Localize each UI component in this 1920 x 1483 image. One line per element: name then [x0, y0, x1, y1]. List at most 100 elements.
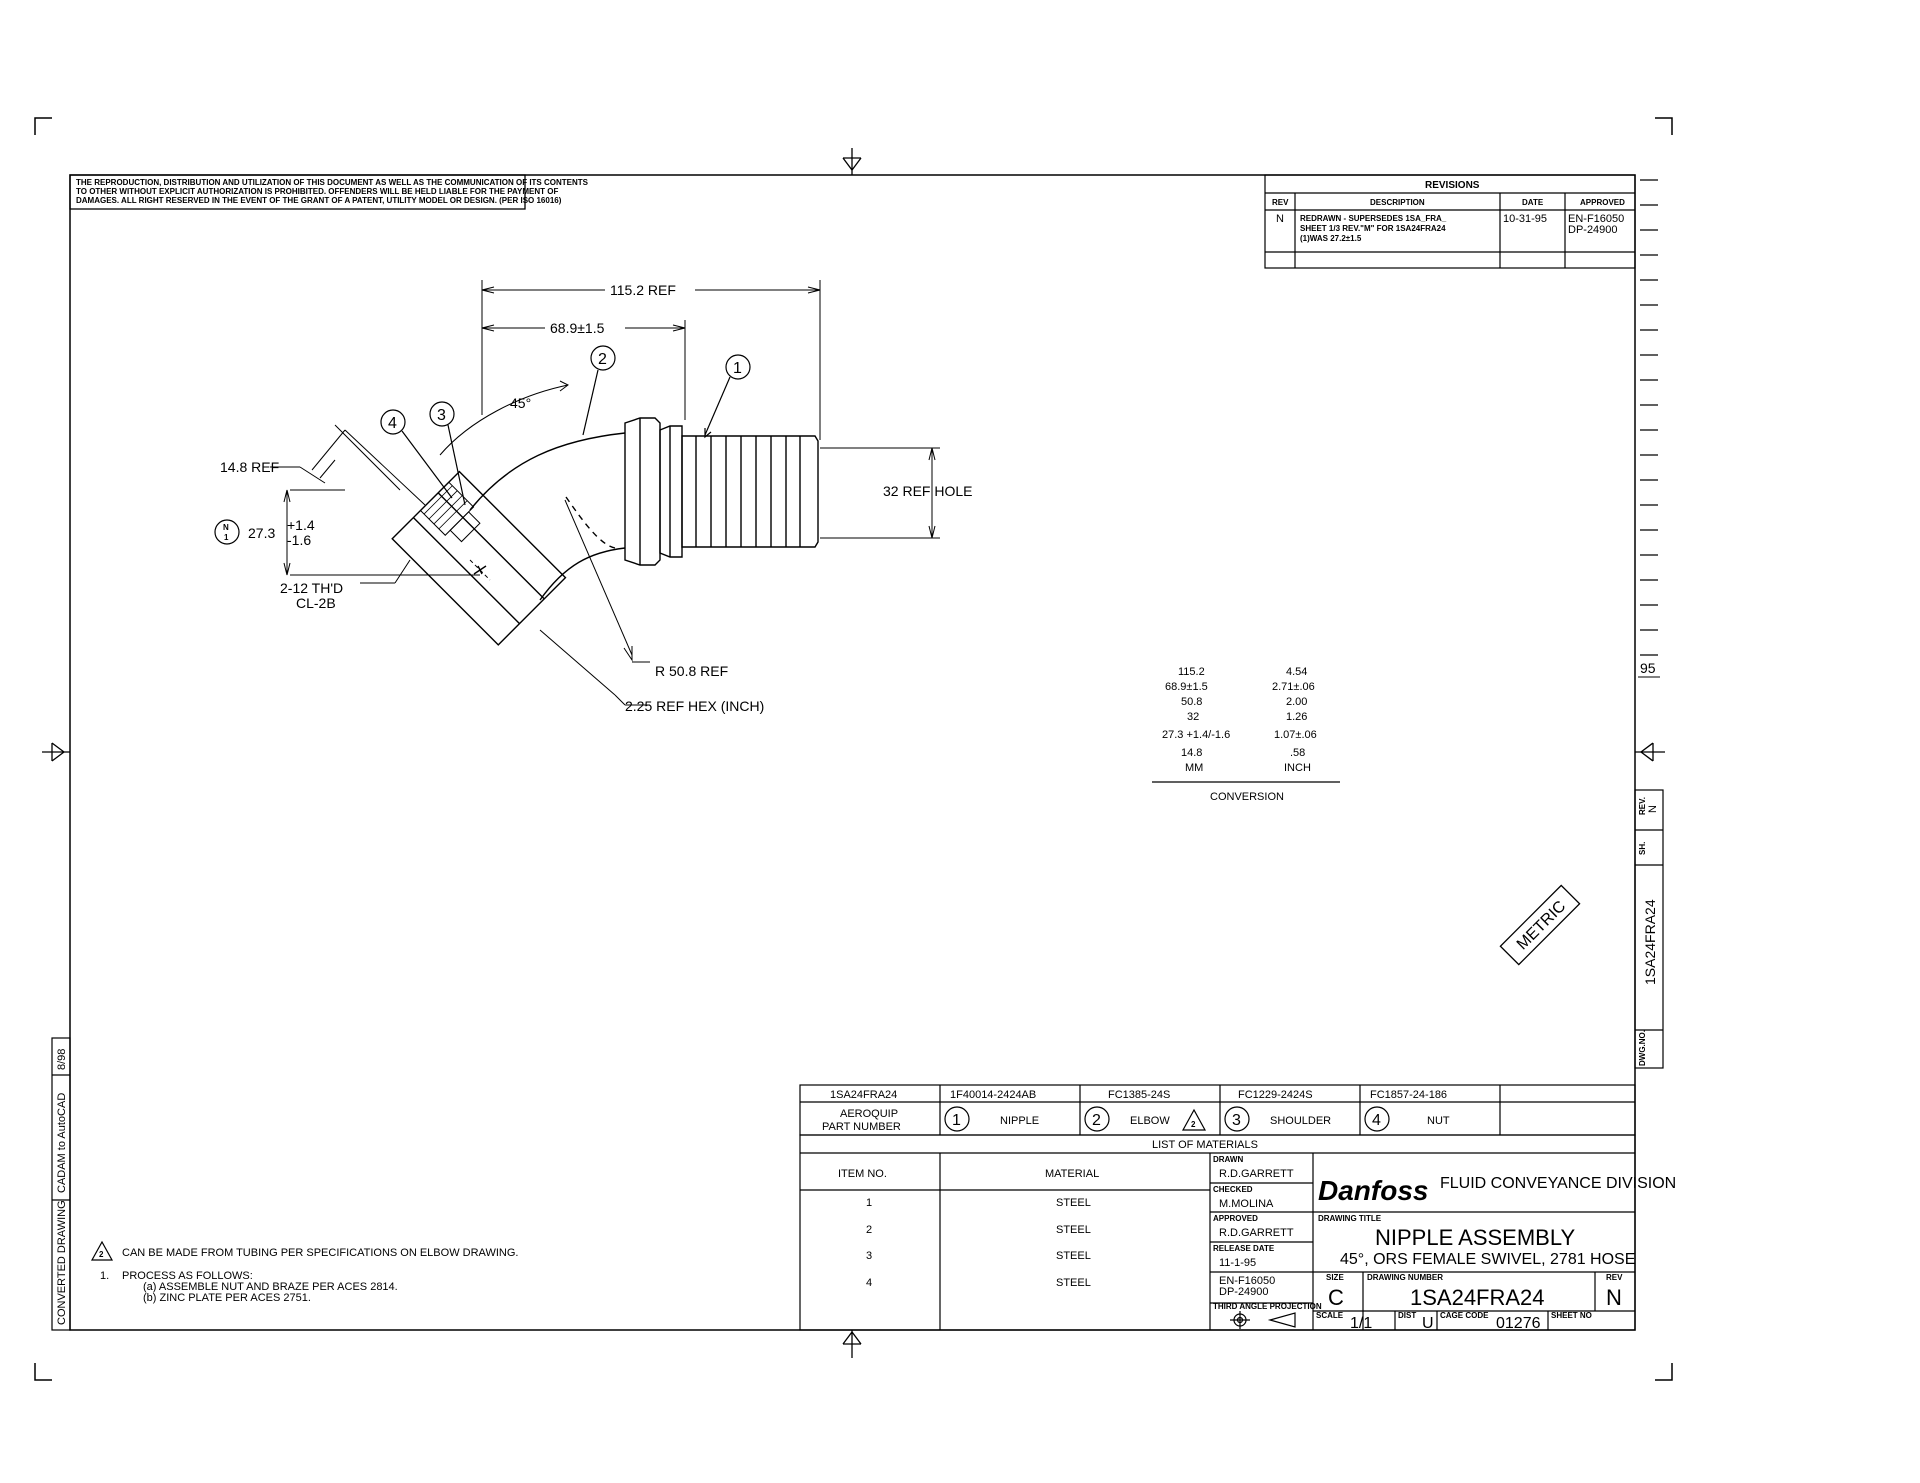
rev-row-date: 10-31-95 [1503, 213, 1547, 225]
balloon-4 [380, 409, 406, 435]
note-flag-n1 [214, 519, 240, 545]
rev-row-desc-2: SHEET 1/3 REV."M" FOR 1SA24FRA24 [1300, 224, 1446, 233]
rev-header-rev: REV [1272, 198, 1289, 207]
dist-label: DIST [1398, 1311, 1416, 1320]
copyright-line-3: DAMAGES. ALL RIGHT RESERVED IN THE EVENT… [76, 196, 562, 205]
conversion-strip: CONVERTED DRAWING CADAM to AutoCAD 8/98 [51, 1037, 71, 1331]
item-3-name: SHOULDER [1270, 1115, 1331, 1127]
copyright-box: THE REPRODUCTION, DISTRIBUTION AND UTILI… [69, 174, 589, 210]
material-row-1-mat: STEEL [1056, 1197, 1091, 1209]
drawn-label: DRAWN [1213, 1155, 1243, 1164]
drawing-title-label: DRAWING TITLE [1318, 1214, 1382, 1223]
note-2-flag: 2 [99, 1250, 104, 1259]
conv-row-2-mm: 68.9±1.5 [1165, 681, 1208, 693]
material-row-3-mat: STEEL [1056, 1250, 1091, 1262]
rev-row-desc-1: REDRAWN - SUPERSEDES 1SA_FRA_ [1300, 214, 1447, 223]
title-block: DRAWN R.D.GARRETT CHECKED M.MOLINA APPRO… [1210, 1153, 1676, 1332]
dim-thread-2: CL-2B [296, 595, 336, 611]
division-name: FLUID CONVEYANCE DIVISION [1440, 1175, 1676, 1192]
conv-row-5-mm: 27.3 +1.4/-1.6 [1162, 729, 1230, 741]
cage-label: CAGE CODE [1440, 1311, 1489, 1320]
conv-row-1-mm: 115.2 [1178, 666, 1205, 678]
dim-partial: 68.9±1.5 [550, 320, 605, 336]
release-value: 11-1-95 [1219, 1257, 1256, 1269]
checked-label: CHECKED [1213, 1185, 1253, 1194]
item-3-num: 3 [1232, 1112, 1241, 1129]
cage-value: 01276 [1496, 1315, 1541, 1332]
rev-row-desc-3: (1)WAS 27.2±1.5 [1300, 234, 1362, 243]
materials-header-item: ITEM NO. [838, 1168, 887, 1180]
conv-row-3-mm: 50.8 [1181, 696, 1202, 708]
conv-row-3-in: 2.00 [1286, 696, 1307, 708]
side-sheet-label: SH. [1638, 842, 1647, 855]
page-mark: 95 [1640, 660, 1656, 676]
zone-ticks [1640, 179, 1658, 656]
dim-nut-width: 14.8 REF [220, 459, 279, 475]
conv-row-4-in: 1.26 [1286, 711, 1307, 723]
material-row-4-mat: STEEL [1056, 1277, 1091, 1289]
nipple-body [624, 417, 661, 566]
rev-row-rev: N [1276, 213, 1284, 225]
projection-label: THIRD ANGLE PROJECTION [1213, 1302, 1322, 1311]
parts-list-row: 1SA24FRA24 1F40014-2424AB FC1385-24S FC1… [799, 1084, 1636, 1136]
materials-title: LIST OF MATERIALS [1152, 1139, 1258, 1151]
revisions-table: REVISIONS REV DESCRIPTION DATE APPROVED … [1264, 174, 1636, 269]
eco-line-2: DP-24900 [1219, 1286, 1269, 1298]
material-row-2-item: 2 [866, 1224, 872, 1236]
dwgno-label: DRAWING NUMBER [1367, 1273, 1443, 1282]
conv-row-5-in: 1.07±.06 [1274, 729, 1317, 741]
conv-row-7-mm: MM [1185, 762, 1203, 774]
dim-height-minus: -1.6 [287, 532, 311, 548]
conversion-title: CONVERSION [1210, 791, 1284, 803]
dwgno-value: 1SA24FRA24 [1410, 1285, 1545, 1310]
note-2: CAN BE MADE FROM TUBING PER SPECIFICATIO… [122, 1247, 518, 1259]
sheet-label: SHEET NO [1551, 1311, 1592, 1320]
dim-angle: 45° [510, 395, 531, 411]
general-notes: 2 CAN BE MADE FROM TUBING PER SPECIFICAT… [90, 1240, 518, 1304]
dim-overall: 115.2 REF [610, 282, 676, 298]
elbow-tube [469, 432, 626, 601]
aeroquip-label-2: PART NUMBER [822, 1121, 901, 1133]
rev-value: N [1606, 1285, 1622, 1310]
drawn-value: R.D.GARRETT [1219, 1168, 1294, 1180]
balloon-3 [429, 401, 455, 427]
metric-stamp: METRIC [1499, 884, 1581, 966]
note-1-num: 1. [100, 1270, 109, 1282]
rev-header-description: DESCRIPTION [1370, 198, 1425, 207]
conv-row-2-in: 2.71±.06 [1272, 681, 1315, 693]
note-1a: (a) ASSEMBLE NUT AND BRAZE PER ACES 2814… [143, 1281, 398, 1293]
note-1: PROCESS AS FOLLOWS: [122, 1270, 253, 1282]
item-2-flag: 2 [1191, 1120, 1196, 1129]
balloon-1 [725, 354, 751, 380]
crop-marks [34, 117, 1673, 1381]
dimension-texts: 115.2 REF 68.9±1.5 45° 14.8 REF 27.3 +1.… [220, 282, 972, 714]
side-dwg-label: DWG.NO. [1638, 1030, 1647, 1066]
scale-value: 1/1 [1350, 1315, 1372, 1332]
approved-label: APPROVED [1213, 1214, 1258, 1223]
note-flag-top: N [223, 523, 229, 532]
conv-row-7-in: INCH [1284, 762, 1311, 774]
dim-height: 27.3 [248, 525, 275, 541]
materials-table: LIST OF MATERIALS ITEM NO. MATERIAL 1 ST… [799, 1134, 1636, 1331]
nipple-assembly-view [391, 417, 819, 646]
drawing-title-line-1: NIPPLE ASSEMBLY [1375, 1225, 1575, 1250]
drawing-title-line-2: 45°, ORS FEMALE SWIVEL, 2781 HOSE [1340, 1251, 1635, 1268]
conv-row-1-in: 4.54 [1286, 666, 1307, 678]
item-4-name: NUT [1427, 1115, 1450, 1127]
rev-label: REV [1606, 1273, 1623, 1282]
side-dwg-value: 1SA24FRA24 [1642, 899, 1658, 985]
size-value: C [1328, 1285, 1344, 1310]
checked-value: M.MOLINA [1219, 1198, 1274, 1210]
balloon-2 [590, 345, 616, 371]
conv-row-6-mm: 14.8 [1181, 747, 1202, 759]
material-row-3-item: 3 [866, 1250, 872, 1262]
nipple-barb [681, 435, 819, 548]
balloon-1-label: 1 [733, 360, 742, 377]
eco-line-1: EN-F16050 [1219, 1275, 1275, 1287]
conversion-table: 115.2 4.54 68.9±1.5 2.71±.06 50.8 2.00 3… [1152, 666, 1340, 803]
strip-text-2: CADAM to AutoCAD [56, 1093, 68, 1193]
note-flag-bottom: 1 [224, 533, 229, 542]
company-logo: Danfoss [1318, 1175, 1428, 1206]
item-2-name: ELBOW [1130, 1115, 1170, 1127]
